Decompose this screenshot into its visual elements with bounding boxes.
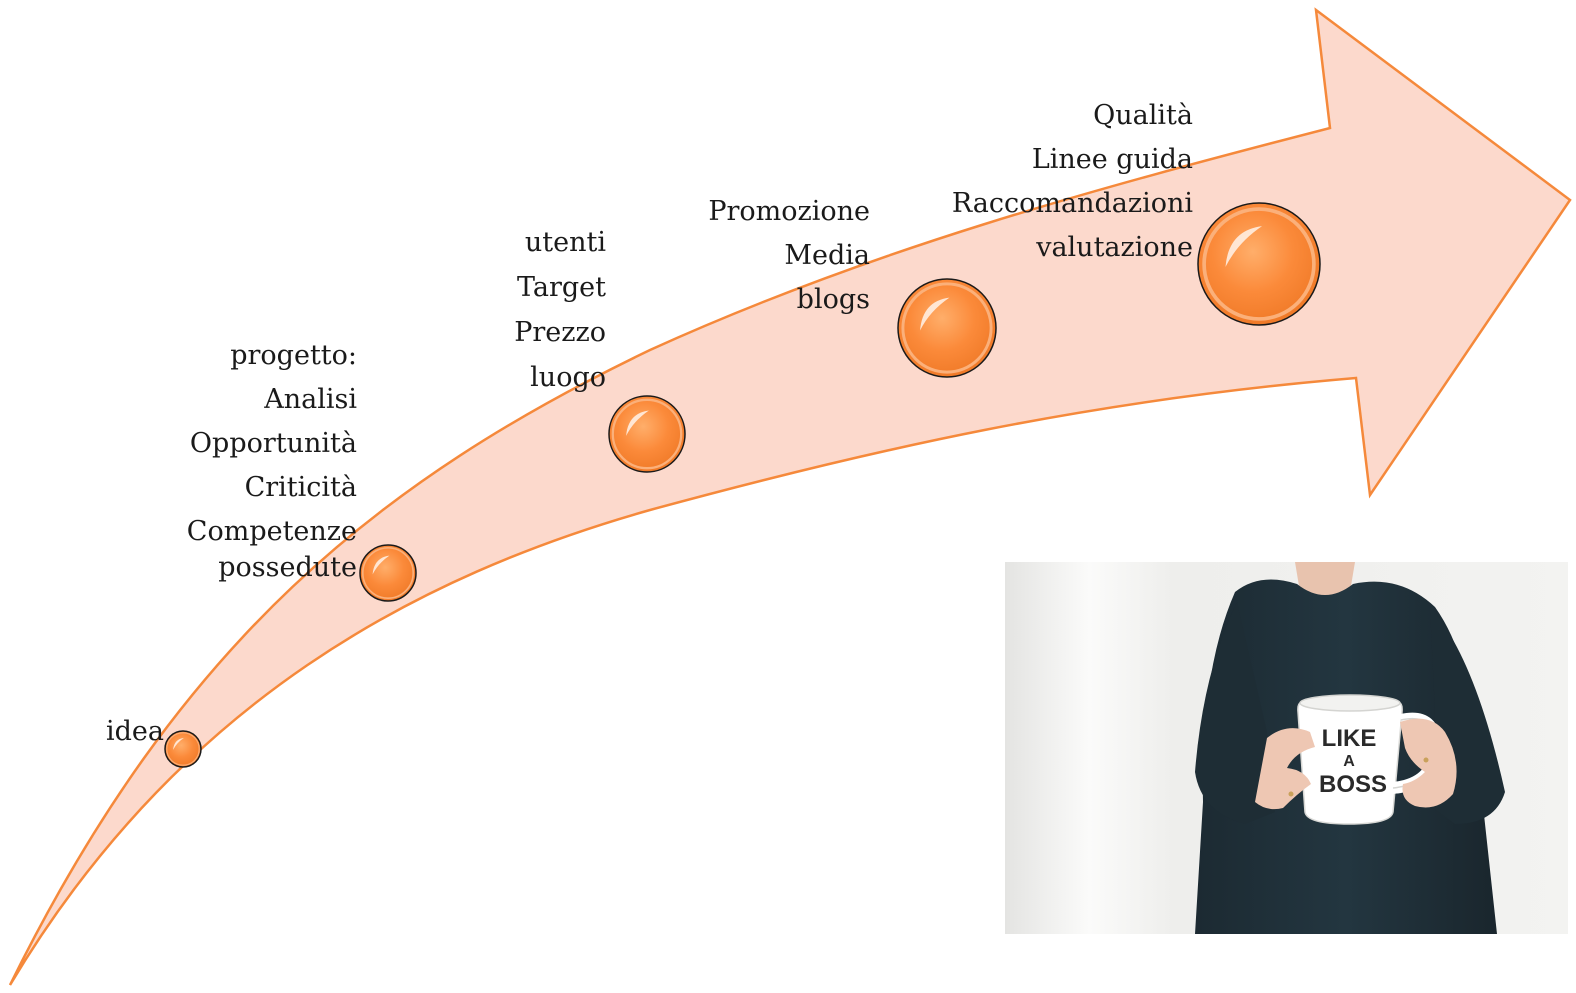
- stage-label: Criticità: [187, 466, 357, 510]
- stage-label: Competenze: [187, 514, 357, 550]
- milestone-promozione: [898, 279, 996, 377]
- stage-label: Analisi: [187, 378, 357, 422]
- milestone-qualita: [1198, 203, 1320, 325]
- stage-label: progetto:: [187, 334, 357, 378]
- stage-label: utenti: [514, 220, 606, 265]
- mug-text-like: LIKE: [1322, 725, 1377, 752]
- stage-label: Media: [708, 234, 870, 278]
- stage-idea-labels: idea: [106, 710, 164, 754]
- stage-promozione-labels: Promozione Media blogs: [708, 190, 870, 322]
- stage-label: Opportunità: [187, 422, 357, 466]
- stage-label: idea: [106, 710, 164, 754]
- mug-text-boss: BOSS: [1319, 771, 1387, 798]
- stage-label: Linee guida: [952, 138, 1193, 182]
- milestone-utenti: [609, 396, 685, 472]
- stage-label: possedute: [187, 550, 357, 586]
- stage-label: Qualità: [952, 94, 1193, 138]
- stage-label: blogs: [708, 278, 870, 322]
- milestone-progetto: [360, 545, 416, 601]
- stage-utenti-labels: utenti Target Prezzo luogo: [514, 220, 606, 400]
- stage-label: Prezzo: [514, 310, 606, 355]
- boss-mug-photo: LIKE A BOSS: [1005, 562, 1568, 934]
- stage-progetto-labels: progetto: Analisi Opportunità Criticità …: [187, 334, 357, 586]
- stage-qualita-labels: Qualità Linee guida Raccomandazioni valu…: [952, 94, 1193, 270]
- stage-label: valutazione: [952, 226, 1193, 270]
- milestone-idea: [165, 731, 201, 767]
- stage-label: luogo: [514, 355, 606, 400]
- mug-text-a: A: [1343, 753, 1355, 770]
- stage-label: Raccomandazioni: [952, 182, 1193, 226]
- stage-label: Target: [514, 265, 606, 310]
- stage-label: Promozione: [708, 190, 870, 234]
